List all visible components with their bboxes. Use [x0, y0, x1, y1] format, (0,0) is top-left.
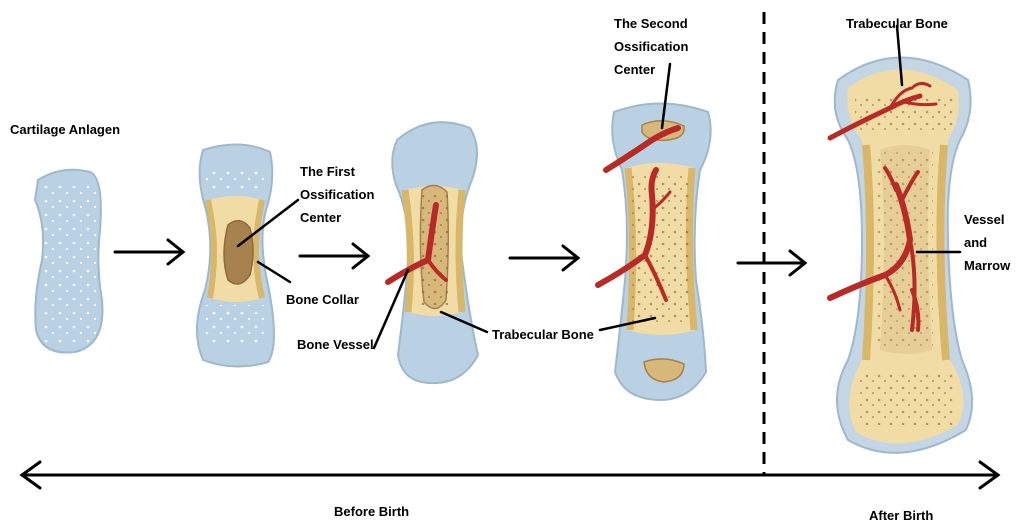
trabecular-bone-label-mid: Trabecular Bone	[492, 323, 594, 346]
vessel-and-marrow-line-1: Vessel	[964, 208, 1010, 231]
second-ossification-line-1: The Second	[614, 12, 688, 35]
cartilage-anlagen-label: Cartilage Anlagen	[10, 118, 120, 141]
trabecular-bone-label-top: Trabecular Bone	[846, 12, 948, 35]
vessel-and-marrow-label: Vessel and Marrow	[964, 208, 1010, 277]
second-ossification-line-2: Ossification	[614, 35, 688, 58]
vessel-and-marrow-line-2: and	[964, 231, 1010, 254]
first-ossification-line-2: Ossification	[300, 183, 374, 206]
first-ossification-line-3: Center	[300, 206, 374, 229]
first-ossification-line-1: The First	[300, 160, 374, 183]
second-ossification-center-label: The Second Ossification Center	[614, 12, 688, 81]
bone-collar-label: Bone Collar	[286, 288, 359, 311]
second-ossification-line-3: Center	[614, 58, 688, 81]
after-birth-label: After Birth	[869, 504, 933, 527]
vessel-and-marrow-line-3: Marrow	[964, 254, 1010, 277]
first-ossification-center-label: The First Ossification Center	[300, 160, 374, 229]
bone-vessel-label: Bone Vessel	[297, 333, 374, 356]
before-birth-label: Before Birth	[334, 500, 409, 523]
